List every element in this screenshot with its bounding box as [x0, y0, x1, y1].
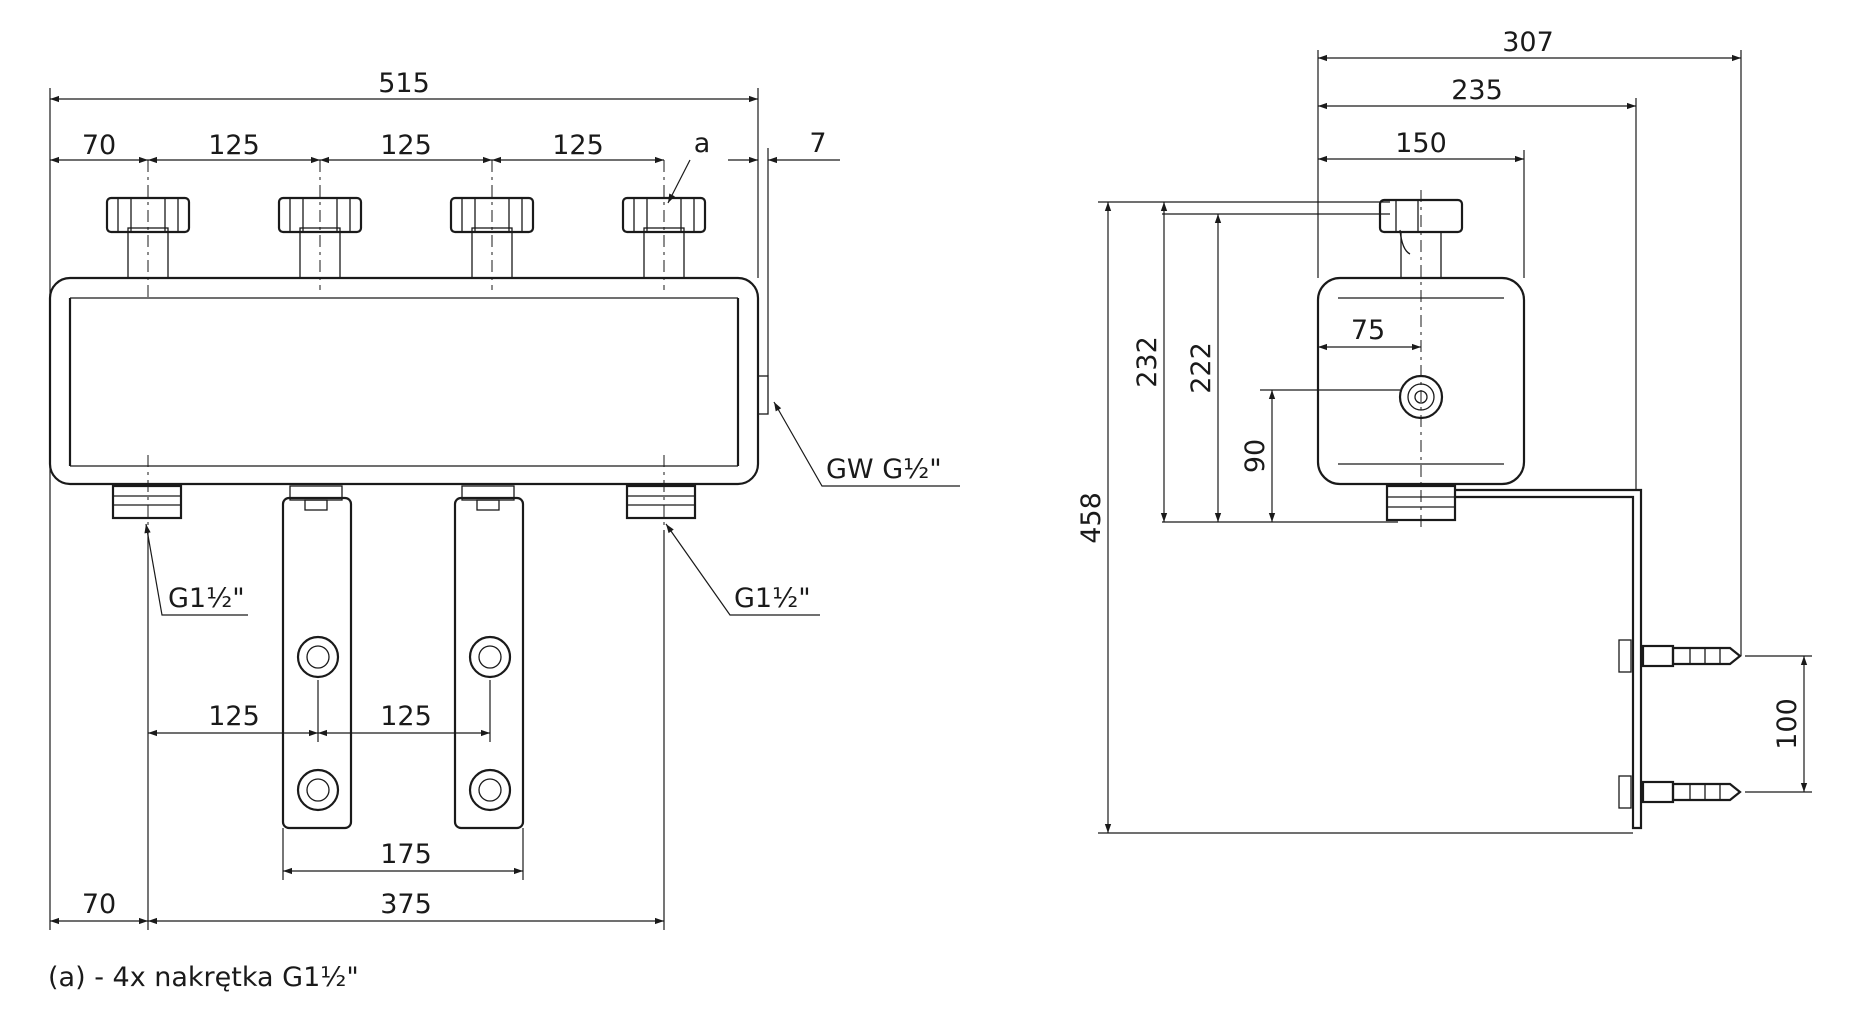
wall-anchor-upper: [1618, 639, 1742, 673]
dim-anchor-spacing: 100: [1772, 698, 1803, 750]
label-port-side: GW G½": [826, 454, 942, 485]
dim-spacing-2: 125: [380, 130, 432, 161]
dim-bottom-span: 375: [380, 889, 432, 920]
dim-depth-body: 150: [1395, 128, 1447, 159]
footnote: (a) - 4x nakrętka G1½": [48, 962, 359, 993]
top-connectors: [105, 196, 707, 279]
dim-spacing-1: 125: [208, 130, 260, 161]
side-port: [757, 375, 769, 415]
side-view: 307 235 150 75 458 232 222 90 100: [1076, 27, 1812, 834]
dim-bottom-offset-left: 70: [82, 889, 116, 920]
dim-height-232: 232: [1132, 336, 1163, 388]
dim-depth-mid: 235: [1451, 75, 1503, 106]
dim-bracket-width: 175: [380, 839, 432, 870]
nut-marker-label: a: [694, 128, 711, 159]
dim-bracket-spacing-2: 125: [380, 701, 432, 732]
bottom-connectors: [111, 484, 697, 520]
dim-height-total: 458: [1076, 492, 1107, 544]
front-view: 515 70 125 125 125 a 7 GW G½" G1½" G1½" …: [48, 68, 960, 930]
manifold-body: [48, 276, 760, 486]
dim-overall-width: 515: [378, 68, 430, 99]
dim-side-offset: 7: [809, 128, 826, 159]
wall-anchor-lower: [1618, 775, 1742, 809]
dim-bracket-spacing-1: 125: [208, 701, 260, 732]
bracket-left: [281, 485, 353, 830]
dim-height-90: 90: [1240, 439, 1271, 473]
label-port-left: G1½": [168, 583, 245, 614]
dim-height-222: 222: [1186, 342, 1217, 394]
dim-depth-total: 307: [1502, 27, 1554, 58]
dim-offset-left: 70: [82, 130, 116, 161]
label-port-right: G1½": [734, 583, 811, 614]
dim-spacing-3: 125: [552, 130, 604, 161]
dim-offset-75: 75: [1351, 315, 1385, 346]
bracket-right: [453, 485, 525, 830]
